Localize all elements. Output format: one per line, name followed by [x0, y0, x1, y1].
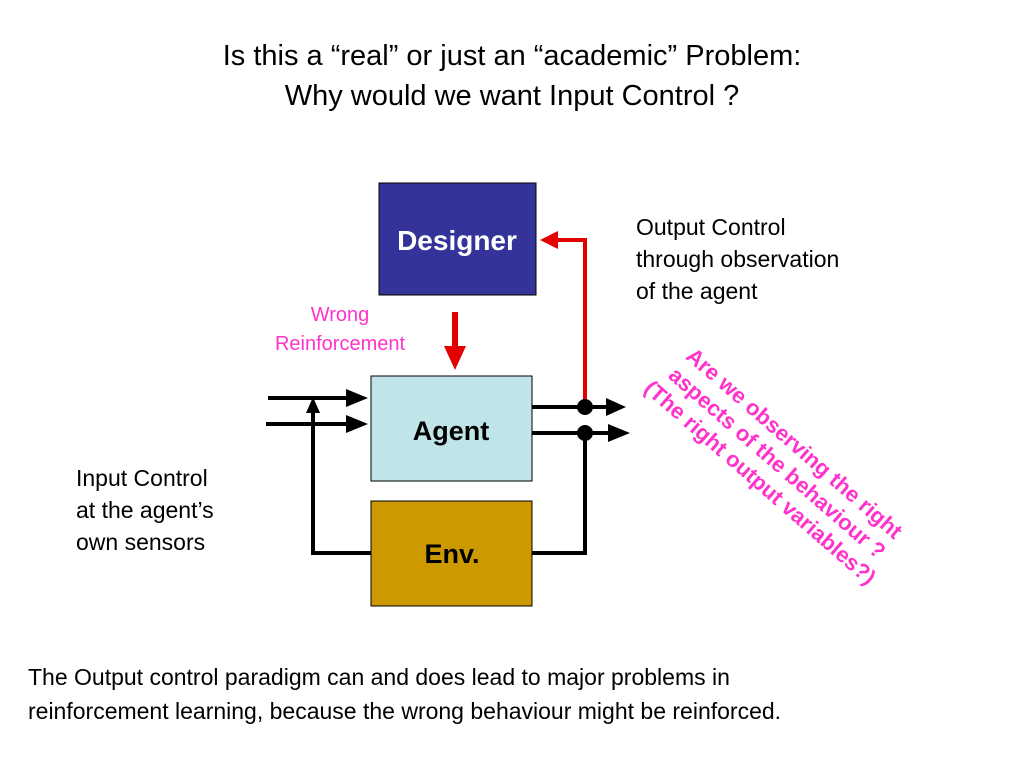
input-control-note: Input Control at the agent’s own sensors: [76, 462, 214, 558]
input-control-line-3: own sensors: [76, 529, 206, 555]
observation-feedback-arrow: [540, 231, 587, 407]
footer-line-1: The Output control paradigm can and does…: [28, 664, 730, 690]
env-box: [370, 500, 533, 607]
output-arrows: [532, 398, 630, 442]
wrong-reinforcement-line-1: Wrong: [310, 304, 370, 326]
output-control-line-1: Output Control: [636, 214, 786, 240]
input-control-line-1: Input Control: [76, 465, 208, 491]
title-line-2: Why would we want Input Control ?: [284, 80, 740, 112]
agent-box: [370, 375, 533, 482]
output-control-line-3: of the agent: [636, 278, 758, 304]
title-line-1: Is this a “real” or just an “academic” P…: [222, 40, 802, 72]
output-control-note: Output Control through observation of th…: [636, 211, 839, 307]
wrong-reinforcement-label: Wrong Reinforcement: [248, 301, 432, 359]
slide-title: Is this a “real” or just an “academic” P…: [0, 36, 1024, 116]
designer-label: Designer: [397, 225, 517, 256]
agent-label: Agent: [413, 416, 490, 446]
input-control-line-2: at the agent’s: [76, 497, 214, 523]
input-arrows: [266, 389, 368, 433]
env-feedback-loop: [306, 397, 371, 555]
designer-box: [378, 182, 537, 296]
junction-dot-top: [577, 399, 593, 415]
env-label: Env.: [424, 539, 479, 569]
wrong-reinforcement-line-2: Reinforcement: [274, 333, 406, 355]
output-to-env-line: [532, 433, 587, 555]
output-control-line-2: through observation: [636, 246, 840, 272]
wrong-reinforcement-arrow: [444, 312, 466, 370]
footer-text: The Output control paradigm can and does…: [28, 660, 1008, 728]
junction-dot-bottom: [577, 425, 593, 441]
footer-line-2: reinforcement learning, because the wron…: [28, 698, 782, 724]
